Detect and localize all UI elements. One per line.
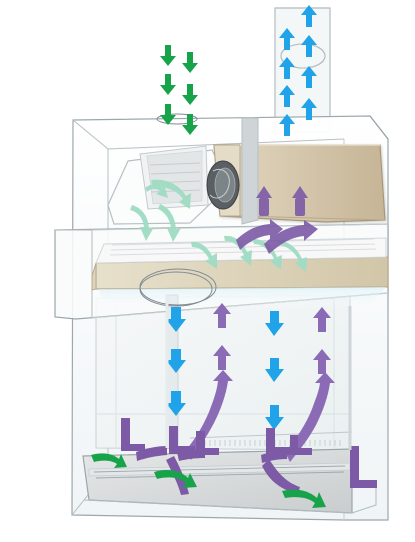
- up-arrow-icon: [313, 307, 331, 332]
- down-arrow-icon: [160, 45, 176, 66]
- up-arrow-icon: [301, 35, 317, 57]
- down-arrow-icon: [265, 311, 284, 336]
- curved-arrow-icon: [121, 418, 145, 451]
- up-arrow-icon: [213, 345, 231, 370]
- up-arrow-icon: [213, 303, 231, 328]
- curved-arrow-icon: [91, 453, 127, 468]
- down-arrow-icon: [182, 114, 198, 135]
- up-arrow-icon: [279, 57, 295, 79]
- curved-arrow-icon: [158, 204, 181, 242]
- exhaust-duct: [274, 7, 331, 133]
- up-arrow-icon: [279, 114, 295, 136]
- down-arrow-icon: [160, 104, 176, 125]
- down-arrow-icon: [160, 74, 176, 95]
- up-arrow-icon: [301, 66, 317, 88]
- curved-arrow-icon: [350, 446, 377, 488]
- down-arrow-icon: [166, 391, 186, 416]
- up-arrow-icon: [301, 5, 317, 27]
- swirl-markers: [139, 113, 217, 307]
- curved-arrow-icon: [130, 205, 154, 241]
- curved-arrow-icon: [261, 451, 287, 463]
- plenum-return-arrows: [236, 186, 318, 254]
- curved-arrow-icon: [262, 459, 300, 494]
- down-arrow-icon: [166, 307, 186, 332]
- curved-arrow-icon: [282, 489, 326, 508]
- recirculating-arrows: [130, 179, 307, 272]
- curved-arrow-icon: [236, 219, 283, 250]
- curved-arrow-icon: [145, 184, 168, 198]
- curved-arrow-icon: [136, 446, 167, 461]
- front-intake-arrows: [91, 453, 326, 508]
- curved-arrow-icon: [253, 239, 282, 270]
- up-arrow-icon: [313, 349, 331, 374]
- down-arrow-icon: [166, 349, 186, 373]
- downflow-arrows: [166, 307, 284, 430]
- down-arrow-icon: [182, 84, 198, 105]
- curved-arrow-icon: [196, 431, 219, 455]
- curved-arrow-icon: [177, 450, 205, 461]
- curved-arrow-icon: [151, 179, 191, 209]
- curved-arrow-icon: [169, 426, 195, 454]
- down-arrow-icon: [265, 405, 284, 430]
- curved-arrow-icon: [154, 470, 197, 488]
- curved-arrow-icon: [278, 240, 307, 272]
- curved-arrow-icon: [290, 435, 312, 455]
- up-arrow-icon: [292, 186, 308, 198]
- up-arrow-icon: [279, 85, 295, 107]
- curved-arrow-icon: [224, 235, 252, 266]
- hepa-filter-shelf: [91, 237, 389, 291]
- exhaust-arrows: [279, 5, 317, 136]
- up-arrow-icon: [301, 98, 317, 120]
- curved-arrow-icon: [266, 428, 291, 455]
- down-arrow-icon: [265, 358, 284, 382]
- curved-arrow-icon: [264, 220, 318, 254]
- lower-return-ducts: [121, 418, 377, 495]
- up-arrow-icon: [256, 186, 272, 198]
- up-arrow-icon: [279, 28, 295, 50]
- curved-arrow-icon: [191, 241, 217, 269]
- fan-icon: [206, 160, 240, 210]
- down-arrow-icon: [182, 52, 198, 73]
- supply-arrows: [160, 45, 198, 135]
